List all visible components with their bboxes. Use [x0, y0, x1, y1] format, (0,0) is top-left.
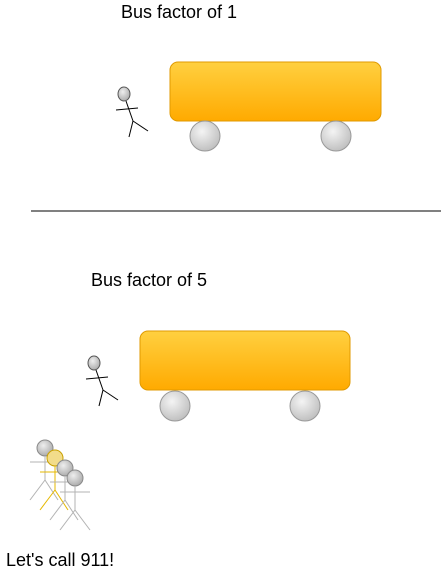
- bus-body-icon: [169, 61, 382, 122]
- stick-figure-head-icon: [117, 86, 131, 102]
- panel-bottom-title: Bus factor of 5: [91, 270, 208, 290]
- stick-figure-bottom: [85, 355, 119, 407]
- bus-bottom: [139, 330, 351, 422]
- fallen-figure-4: [59, 469, 91, 531]
- stick-figure-head-icon: [87, 355, 101, 371]
- bus-wheel-front-icon: [159, 390, 191, 422]
- bus-wheel-front-icon: [189, 120, 221, 152]
- panel-bottom-caption: Let's call 911!: [6, 550, 115, 570]
- fallen-figure-1: [29, 439, 60, 501]
- bus-wheel-rear-icon: [320, 120, 352, 152]
- bus-wheel-rear-icon: [289, 390, 321, 422]
- bus-body-icon: [139, 330, 351, 391]
- fallen-figures-pile: [29, 439, 91, 531]
- stick-figure-top: [115, 86, 149, 138]
- bus-top: [169, 61, 382, 152]
- panel-top-title: Bus factor of 1: [121, 2, 238, 22]
